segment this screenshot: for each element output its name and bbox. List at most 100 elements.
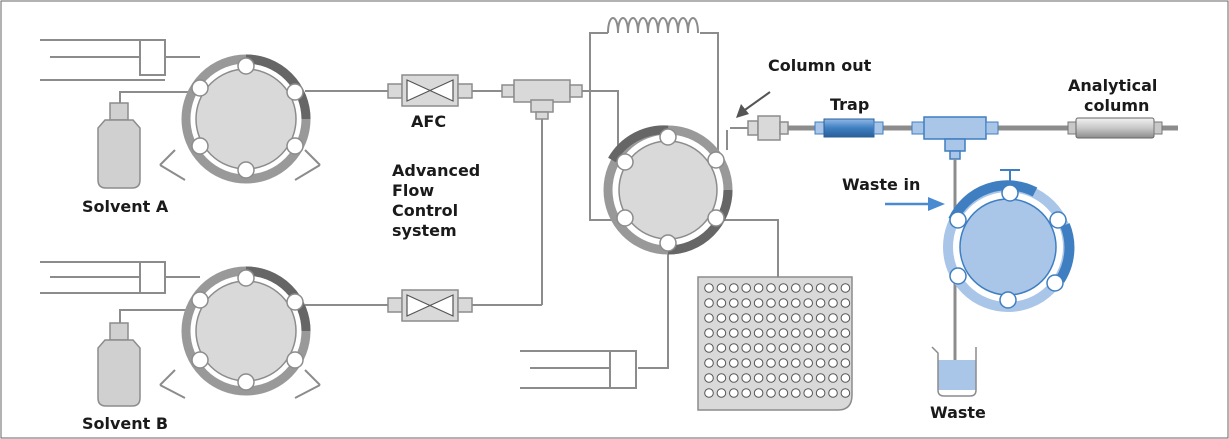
microplate-well (791, 298, 801, 308)
analytical-column-label-1: Analytical (1068, 76, 1157, 95)
afc-system-line-1: Advanced (392, 161, 480, 180)
microplate-well (828, 298, 838, 308)
microplate-well (704, 283, 714, 293)
waste-beaker (931, 346, 977, 397)
waste-in-arrow (885, 197, 945, 211)
microplate-well (753, 343, 764, 353)
microplate-well (766, 388, 776, 398)
microplate-well (828, 388, 838, 398)
microplate-well (778, 388, 789, 398)
microplate-well (778, 283, 789, 293)
microplate-well (840, 343, 851, 353)
microplate-well (741, 328, 752, 338)
microplate-well (803, 313, 814, 323)
microplate-well (729, 298, 739, 308)
valve-b (159, 266, 321, 399)
microplate-well (815, 298, 826, 308)
microplate-well (716, 313, 727, 323)
solvent-b-bottle (97, 322, 141, 407)
analytical-column-label-2: column (1084, 96, 1149, 115)
microplate-well (729, 358, 739, 368)
microplate-well (840, 283, 851, 293)
afc-system-line-4: system (392, 221, 457, 240)
microplate-well (741, 373, 752, 383)
microplate-well (753, 373, 764, 383)
microplate-well (741, 358, 752, 368)
solvent-b-label: Solvent B (82, 414, 168, 433)
microplate-well (753, 298, 764, 308)
microplate-well (729, 343, 739, 353)
microplate-well (815, 283, 826, 293)
column-out-connector (747, 115, 789, 141)
microplate-well (704, 328, 714, 338)
microplate-well (729, 328, 739, 338)
microplate-well (729, 388, 739, 398)
microplate-well (803, 358, 814, 368)
microplate-well (815, 388, 826, 398)
microplate-well (766, 283, 776, 293)
solvent-a-bottle (97, 102, 141, 189)
microplate-well (753, 358, 764, 368)
microplate-well (803, 373, 814, 383)
microplate-well (716, 388, 727, 398)
microplate-well (729, 283, 739, 293)
waste-label: Waste (930, 403, 986, 422)
microplate-well (704, 388, 714, 398)
microplate-well (840, 358, 851, 368)
microplate-well (840, 388, 851, 398)
microplate-well (741, 388, 752, 398)
microplate-well (815, 313, 826, 323)
analytical-column (1067, 117, 1163, 139)
microplate-well (716, 298, 727, 308)
microplate-well (815, 343, 826, 353)
microplate-well (840, 313, 851, 323)
microplate-well (828, 373, 838, 383)
microplate-well (791, 343, 801, 353)
microplate-well (704, 343, 714, 353)
microplate-well (704, 373, 714, 383)
pump-a (40, 39, 200, 81)
microplate-well (753, 313, 764, 323)
microplate-well (828, 358, 838, 368)
column-out-arrow (736, 91, 771, 118)
microplate-wells (704, 283, 851, 398)
microplate-well (766, 328, 776, 338)
autosampler-syringe (520, 350, 637, 389)
afc-tubing (305, 90, 543, 306)
microplate-well (828, 283, 838, 293)
microplate-well (840, 328, 851, 338)
microplate-well (704, 313, 714, 323)
trap-column (814, 118, 884, 138)
microplate-well (815, 358, 826, 368)
afc-label: AFC (411, 112, 446, 131)
microplate-well (803, 328, 814, 338)
microplate-well (704, 298, 714, 308)
microplate-well (815, 328, 826, 338)
microplate-well (741, 298, 752, 308)
microplate (697, 276, 853, 411)
microplate-well (716, 283, 727, 293)
microplate-well (828, 313, 838, 323)
microplate-well (741, 313, 752, 323)
afc-system-line-2: Flow (392, 181, 434, 200)
microplate-well (729, 373, 739, 383)
afc-system-label: Advanced Flow Control system (392, 161, 480, 240)
microplate-well (778, 298, 789, 308)
microplate-well (778, 358, 789, 368)
microplate-well (741, 283, 752, 293)
waste-valve (943, 169, 1075, 312)
microplate-well (778, 343, 789, 353)
microplate-well (716, 373, 727, 383)
microplate-well (766, 343, 776, 353)
microplate-well (766, 358, 776, 368)
microplate-well (791, 313, 801, 323)
microplate-well (741, 343, 752, 353)
valve-a (159, 54, 321, 184)
waste-in-label: Waste in (842, 175, 920, 194)
microplate-well (828, 343, 838, 353)
microplate-well (716, 328, 727, 338)
afc-system-line-3: Control (392, 201, 458, 220)
microplate-well (778, 313, 789, 323)
microplate-well (803, 283, 814, 293)
